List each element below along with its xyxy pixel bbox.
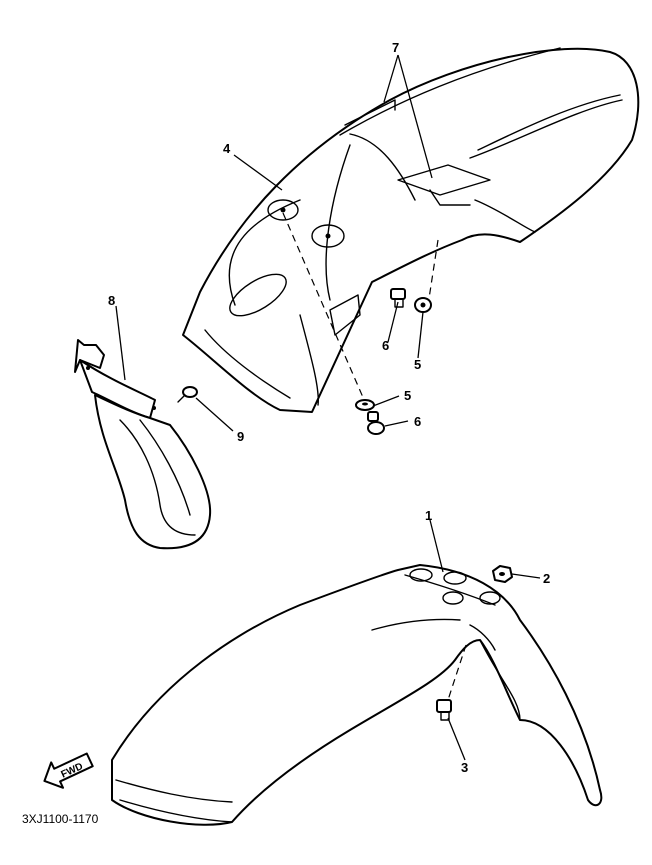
- bolt-6-lower: [367, 411, 385, 435]
- callout-4: 4: [223, 141, 231, 156]
- drawing-code: 3XJ1100-1170: [22, 812, 99, 826]
- callout-6-lower: 6: [414, 414, 421, 429]
- bolt-6-upper: [390, 288, 406, 308]
- fwd-arrow-icon: [43, 752, 94, 789]
- callout-3: 3: [461, 760, 468, 775]
- assembly-line-fender: [447, 644, 467, 701]
- screw-9: [177, 386, 198, 403]
- callout-6-upper: 6: [382, 338, 389, 353]
- mud-flap-bracket: [74, 339, 212, 550]
- callout-8: 8: [108, 293, 115, 308]
- callout-5-lower: 5: [404, 388, 411, 403]
- assembly-line-right: [427, 239, 439, 306]
- callout-7: 7: [392, 40, 399, 55]
- bolt-3: [436, 699, 452, 721]
- callout-9: 9: [237, 429, 244, 444]
- callout-5-upper: 5: [414, 357, 421, 372]
- washer-5-upper: [414, 297, 432, 313]
- washer-5-lower: [355, 399, 375, 411]
- callout-1: 1: [425, 508, 432, 523]
- leader-lines: [115, 54, 541, 761]
- upper-fender-cover: [182, 47, 640, 413]
- assembly-line-left: [282, 212, 366, 403]
- nut-2: [492, 565, 513, 583]
- front-fender: [111, 564, 603, 826]
- callout-2: 2: [543, 571, 550, 586]
